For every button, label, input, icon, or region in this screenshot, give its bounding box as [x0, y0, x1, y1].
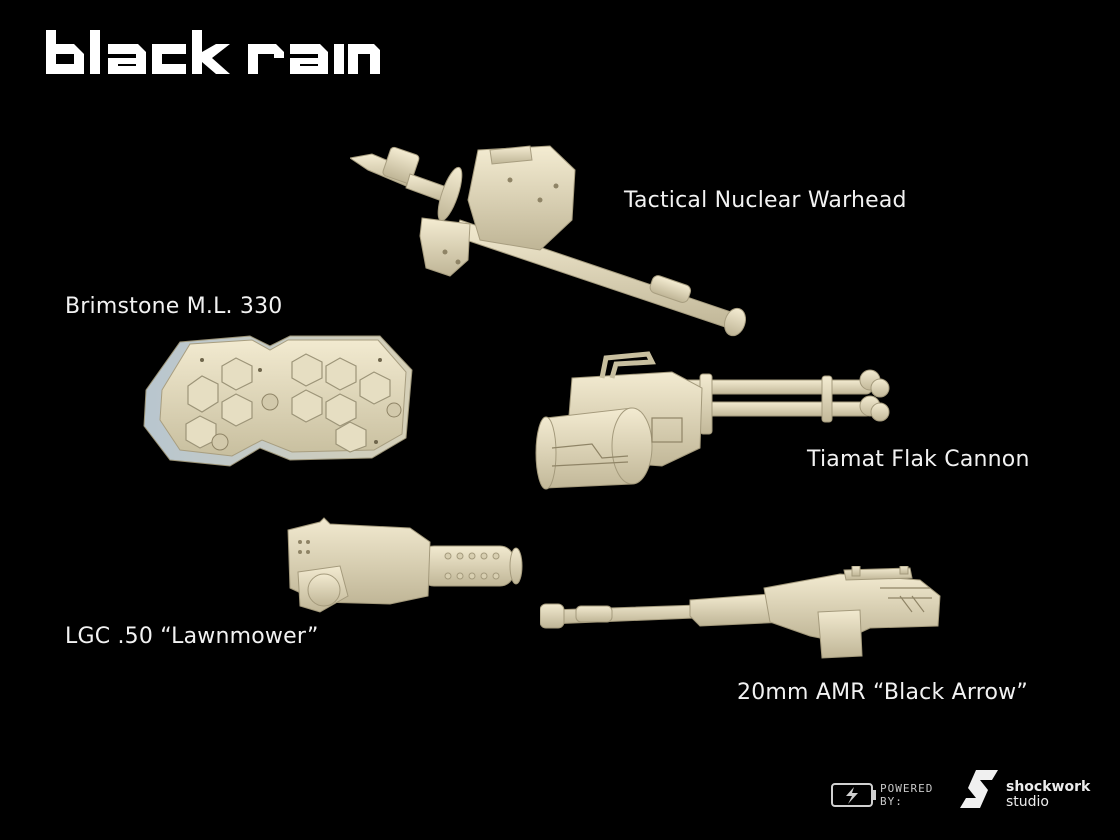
black-rain-logo	[46, 30, 380, 74]
shockwork-logo-icon	[960, 770, 998, 808]
studio-name: shockwork	[1006, 779, 1091, 795]
item-label-black-arrow: 20mm AMR “Black Arrow”	[737, 680, 1028, 705]
item-label-brimstone: Brimstone M.L. 330	[65, 294, 283, 319]
studio-sub: studio	[1006, 794, 1049, 810]
shockwork-studio-name: shockwork studio	[1006, 780, 1090, 810]
powered-by-text: POWERED BY:	[880, 782, 933, 808]
tiamat-flak-cannon-model	[535, 351, 890, 490]
item-label-tactical-nuclear-warhead: Tactical Nuclear Warhead	[624, 188, 907, 213]
powered-line-1: POWERED	[880, 782, 934, 795]
battery-bolt-icon	[831, 783, 876, 807]
item-label-tiamat-flak-cannon: Tiamat Flak Cannon	[807, 447, 1030, 472]
item-label-lawnmower: LGC .50 “Lawnmower”	[65, 624, 319, 649]
20mm-amr-black-arrow-model	[540, 566, 941, 659]
brimstone-ml-330-model	[143, 335, 413, 467]
tactical-nuclear-warhead-model	[350, 145, 746, 337]
lgc-50-lawnmower-model	[287, 517, 523, 613]
powered-line-2: BY:	[880, 795, 903, 808]
